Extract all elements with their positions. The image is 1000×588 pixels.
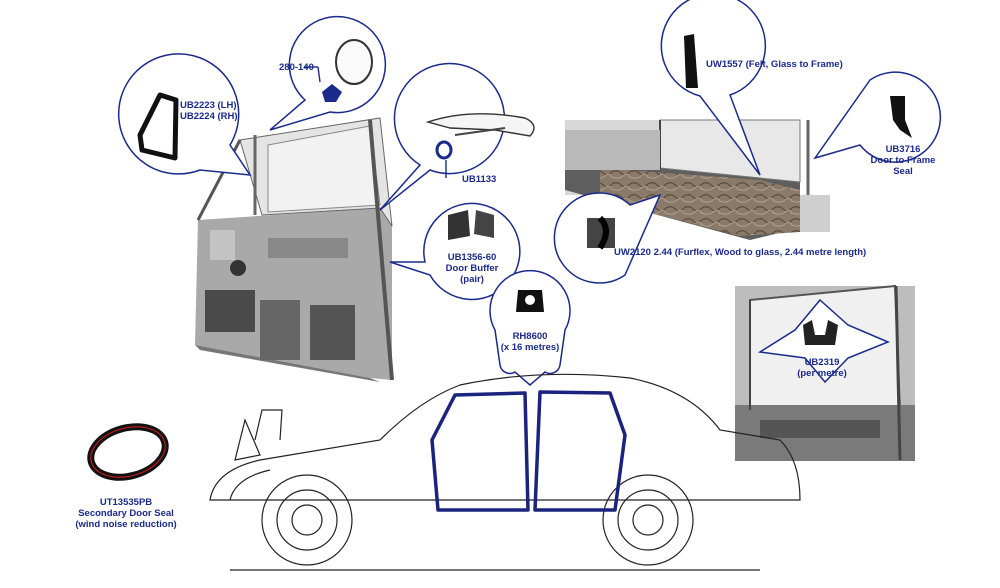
part-uw1557-icon (684, 34, 698, 88)
label-ub1133: UB1133 (462, 174, 497, 185)
door-seal-outline (430, 390, 627, 512)
callout-bubble-ub3716 (813, 71, 942, 163)
part-ut13535-seal-icon (87, 423, 169, 481)
callout-bubble-ub2223 (117, 53, 252, 176)
label-ub3716-line3: Seal (893, 166, 913, 177)
window-photo (565, 119, 830, 240)
label-ub3716-line1: UB3716 (885, 144, 921, 155)
car-drawing (209, 373, 801, 571)
label-ub1356: UB1356-60 Door Buffer (pair) (434, 252, 510, 285)
part-280-mirror-icon (304, 39, 373, 102)
label-ub1356-line3: (pair) (460, 274, 484, 285)
part-uw2120-icon (587, 215, 615, 250)
part-ub2223-icon (137, 92, 179, 161)
label-ut13535pb-line3: (wind noise reduction) (75, 519, 177, 530)
callout-bubble-ub1133 (379, 62, 506, 211)
label-ut13535pb-line2: Secondary Door Seal (78, 508, 174, 519)
part-rh8600-icon (516, 290, 544, 312)
label-ub2223: UB2223 (LH) UB2224 (RH) (180, 100, 238, 122)
label-ub3716-line2: Door to Frame (870, 155, 936, 166)
part-ub1133-icon (425, 113, 535, 178)
callout-bubble-rh8600 (489, 269, 571, 386)
label-ub2223-line2: UB2224 (RH) (180, 111, 238, 122)
door-photo (195, 117, 394, 382)
label-ut13535pb-line1: UT13535PB (99, 497, 153, 508)
label-rh8600: RH8600 (x 16 metres) (490, 331, 570, 353)
part-ub1356-icon (448, 210, 494, 240)
label-280-140: 280-140 (279, 62, 314, 73)
label-uw2120: UW2120 2.44 (Furflex, Wood to glass, 2.4… (614, 247, 867, 258)
label-ub2223-line1: UB2223 (LH) (180, 100, 237, 111)
label-ub1356-line1: UB1356-60 (447, 252, 497, 263)
label-ub2319-line2: (per metre) (797, 368, 847, 379)
label-uw1557: UW1557 (Felt, Glass to Frame) (706, 59, 843, 70)
label-rh8600-line1: RH8600 (512, 331, 548, 342)
label-ut13535pb: UT13535PB Secondary Door Seal (wind nois… (66, 497, 186, 530)
label-ub1356-line2: Door Buffer (445, 263, 499, 274)
label-ub2319: UB2319 (per metre) (790, 357, 854, 379)
part-ub2319-icon (803, 320, 838, 345)
label-ub3716: UB3716 Door to Frame Seal (870, 144, 936, 177)
part-ub3716-icon (890, 96, 912, 138)
label-rh8600-line2: (x 16 metres) (500, 342, 560, 353)
label-ub2319-line1: UB2319 (804, 357, 840, 368)
